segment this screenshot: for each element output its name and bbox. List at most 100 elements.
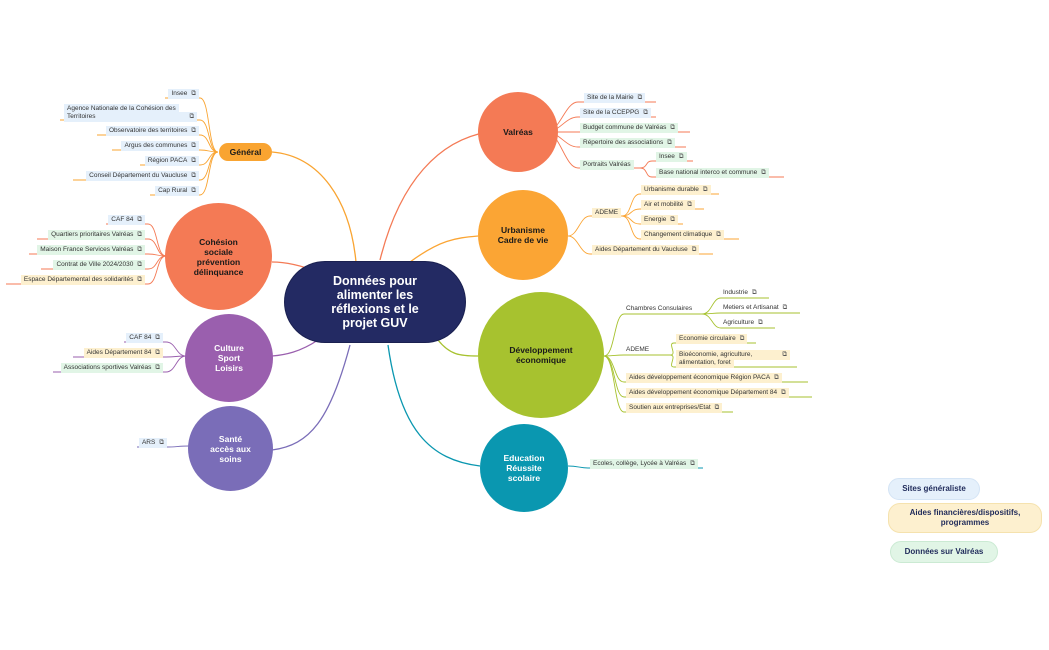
legend-aides-financieres: Aides financières/dispositifs, programme… — [888, 503, 1042, 533]
leaf-ademe-developpement[interactable]: ADEME — [626, 346, 650, 353]
external-link-icon: ⧉ — [159, 439, 164, 446]
topic-cohesion[interactable]: Cohésion sociale prévention délinquance — [165, 203, 272, 310]
leaf-industrie[interactable]: Industrie⧉ — [723, 289, 757, 296]
external-link-icon: ⧉ — [191, 172, 196, 179]
leaf-contrat-de-ville[interactable]: Contrat de Ville 2024/2030⧉ — [53, 260, 145, 270]
leaf-conseil-vaucluse[interactable]: Conseil Département du Vaucluse⧉ — [86, 171, 199, 181]
leaf-energie[interactable]: Energie⧉ — [641, 215, 679, 225]
connector-developpement — [437, 339, 479, 357]
external-link-icon: ⧉ — [643, 109, 649, 116]
topic-valreas[interactable]: Valréas — [478, 92, 558, 172]
topic-general-label: Général — [229, 147, 262, 157]
external-link-icon: ⧉ — [678, 153, 684, 160]
leaf-agriculture[interactable]: Agriculture⧉ — [723, 319, 763, 326]
leaf-soutien-entreprises[interactable]: Soutien aux entreprises/Etat⧉ — [626, 403, 723, 413]
connector-sante — [271, 344, 351, 451]
external-link-icon: ⧉ — [782, 304, 788, 311]
external-link-icon: ⧉ — [761, 169, 766, 176]
external-link-icon: ⧉ — [758, 319, 763, 326]
leaf-associations-sportives[interactable]: Associations sportives Valréas⧉ — [60, 363, 163, 373]
external-link-icon: ⧉ — [687, 201, 693, 208]
leaf-site-mairie[interactable]: Site de la Mairie⧉ — [584, 93, 646, 103]
leaf-aides-vaucluse[interactable]: Aides Département du Vaucluse⧉ — [592, 245, 700, 255]
leaf-espace-solidarites[interactable]: Espace Départemental des solidarités⧉ — [20, 275, 145, 285]
external-link-icon: ⧉ — [137, 231, 142, 238]
topic-sante[interactable]: Santé accès aux soins — [188, 406, 273, 491]
external-link-icon: ⧉ — [774, 374, 779, 381]
external-link-icon: ⧉ — [690, 460, 695, 467]
leaf-insee-general[interactable]: Insee⧉ — [168, 89, 199, 99]
leaf-anct-line2: Territoires⧉ — [64, 112, 198, 122]
leaf-chambres-consulaires[interactable]: Chambres Consulaires — [626, 305, 693, 312]
leaf-quartiers-prioritaires[interactable]: Quartiers prioritaires Valréas⧉ — [48, 230, 145, 240]
leaf-anct[interactable]: Agence Nationale de la Cohésion des — [64, 104, 179, 114]
central-topic[interactable]: Données pour alimenter les réflexions et… — [285, 262, 465, 342]
leaf-aides-departement-culture[interactable]: Aides Département 84⧉ — [83, 348, 163, 358]
leaf-aides-departement-84[interactable]: Aides développement économique Départeme… — [626, 388, 789, 398]
legend-donnees-valreas: Données sur Valréas — [890, 541, 998, 563]
leaf-changement-climatique[interactable]: Changement climatique⧉ — [641, 230, 724, 240]
leaf-budget-commune[interactable]: Budget commune de Valréas⧉ — [580, 123, 679, 133]
leaf-portraits-valreas[interactable]: Portraits Valréas — [580, 160, 634, 170]
external-link-icon: ⧉ — [782, 351, 788, 358]
external-link-icon: ⧉ — [670, 216, 676, 223]
connector-urbanisme — [409, 235, 479, 263]
leaf-urbanisme-durable[interactable]: Urbanisme durable⧉ — [641, 185, 711, 195]
leaf-site-cceppg[interactable]: Site de la CCEPPG⧉ — [580, 108, 652, 118]
topic-education[interactable]: Education Réussite scolaire — [480, 424, 568, 512]
topic-cohesion-label: Cohésion sociale prévention délinquance — [193, 236, 244, 277]
external-link-icon: ⧉ — [137, 261, 142, 268]
external-link-icon: ⧉ — [191, 90, 196, 97]
external-link-icon: ⧉ — [155, 334, 160, 341]
topic-urbanisme-label: Urbanisme Cadre de vie — [497, 225, 549, 245]
leaf-ars[interactable]: ARS⧉ — [138, 438, 167, 448]
leaf-cap-rural[interactable]: Cap Rural⧉ — [155, 186, 199, 196]
leaf-region-paca[interactable]: Région PACA⧉ — [144, 156, 199, 166]
leaf-argus[interactable]: Argus des communes⧉ — [121, 141, 199, 151]
external-link-icon: ⧉ — [191, 142, 196, 149]
external-link-icon: ⧉ — [714, 404, 720, 411]
external-link-icon: ⧉ — [137, 276, 142, 283]
external-link-icon: ⧉ — [155, 364, 160, 371]
connector-general — [271, 151, 357, 263]
leaf-caf84-cohesion[interactable]: CAF 84⧉ — [108, 215, 145, 225]
leaf-ademe-urbanisme[interactable]: ADEME — [592, 208, 622, 218]
leaf-repertoire-associations[interactable]: Répertoire des associations⧉ — [580, 138, 675, 148]
leaf-maison-france-services[interactable]: Maison France Services Valréas⧉ — [37, 245, 145, 255]
external-link-icon: ⧉ — [691, 246, 697, 253]
leaf-bioeconomie-line2: alimentation, foret — [676, 358, 734, 368]
leaf-observatoire[interactable]: Observatoire des territoires⧉ — [105, 126, 199, 136]
external-link-icon: ⧉ — [191, 187, 196, 194]
external-link-icon: ⧉ — [716, 231, 721, 238]
topic-culture[interactable]: Culture Sport Loisirs — [185, 314, 273, 402]
leaf-insee-valreas[interactable]: Insee⧉ — [656, 152, 687, 162]
leaf-air-mobilite[interactable]: Air et mobilité⧉ — [641, 200, 696, 210]
leaf-base-interco[interactable]: Base national interco et commune⧉ — [656, 168, 769, 178]
central-topic-label: Données pour alimenter les réflexions et… — [331, 274, 419, 330]
external-link-icon: ⧉ — [191, 157, 196, 164]
topic-developpement[interactable]: Développement économique — [478, 292, 604, 418]
leaf-ecoles-valreas[interactable]: Ecoles, collège, Lycée à Valréas⧉ — [590, 459, 698, 469]
external-link-icon: ⧉ — [670, 124, 676, 131]
external-link-icon: ⧉ — [191, 127, 196, 134]
external-link-icon: ⧉ — [739, 335, 745, 342]
legend-sites-generaliste: Sites généraliste — [888, 478, 980, 500]
leaf-economie-circulaire[interactable]: Economie circulaire⧉ — [676, 334, 748, 344]
external-link-icon: ⧉ — [137, 246, 142, 253]
external-link-icon: ⧉ — [137, 216, 142, 223]
leaf-metiers-artisanat[interactable]: Metiers et Artisanat⧉ — [723, 304, 788, 311]
external-link-icon: ⧉ — [702, 186, 708, 193]
external-link-icon: ⧉ — [155, 349, 160, 356]
topic-valreas-label: Valréas — [503, 127, 533, 137]
leaf-bioeconomie[interactable]: Bioéconomie, agriculture,⧉ — [676, 350, 791, 360]
topic-general[interactable]: Général — [219, 143, 272, 161]
external-link-icon: ⧉ — [189, 113, 195, 120]
topic-education-label: Education Réussite scolaire — [503, 453, 545, 483]
topic-developpement-label: Développement économique — [509, 345, 573, 365]
leaf-aides-region-paca[interactable]: Aides développement économique Région PA… — [626, 373, 782, 383]
topic-culture-label: Culture Sport Loisirs — [214, 343, 244, 373]
topic-urbanisme[interactable]: Urbanisme Cadre de vie — [478, 190, 568, 280]
leaf-caf84-culture[interactable]: CAF 84⧉ — [126, 333, 163, 343]
external-link-icon: ⧉ — [637, 94, 643, 101]
connector-culture — [271, 339, 319, 357]
